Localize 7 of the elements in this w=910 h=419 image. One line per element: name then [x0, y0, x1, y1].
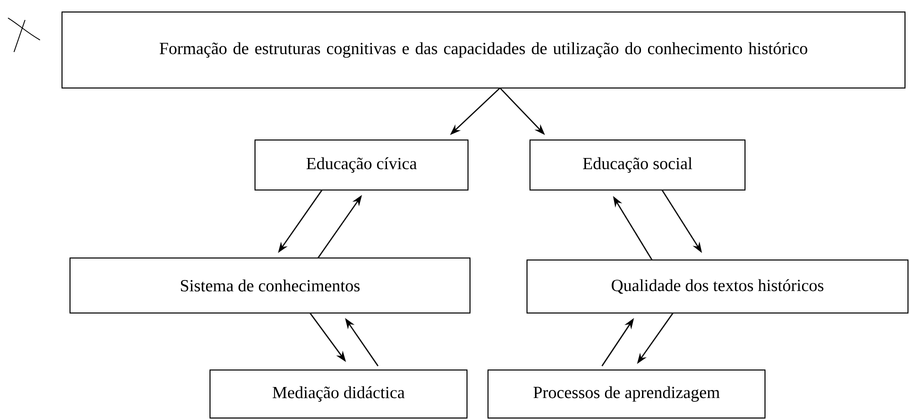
text-box: Formação de estruturas cognitivas e das capacidades de utilização do conhecimento histórico	[62, 12, 906, 88]
text-box: Qualidade dos textos históricos	[526, 260, 908, 314]
text-box: Processos de aprendizagem	[488, 369, 766, 418]
text-box: Sistema de conhecimentos	[70, 258, 470, 314]
text-box: Educação social	[530, 140, 746, 190]
text-box: Mediação didáctica	[210, 369, 468, 418]
text-box: Educação cívica	[254, 140, 468, 190]
